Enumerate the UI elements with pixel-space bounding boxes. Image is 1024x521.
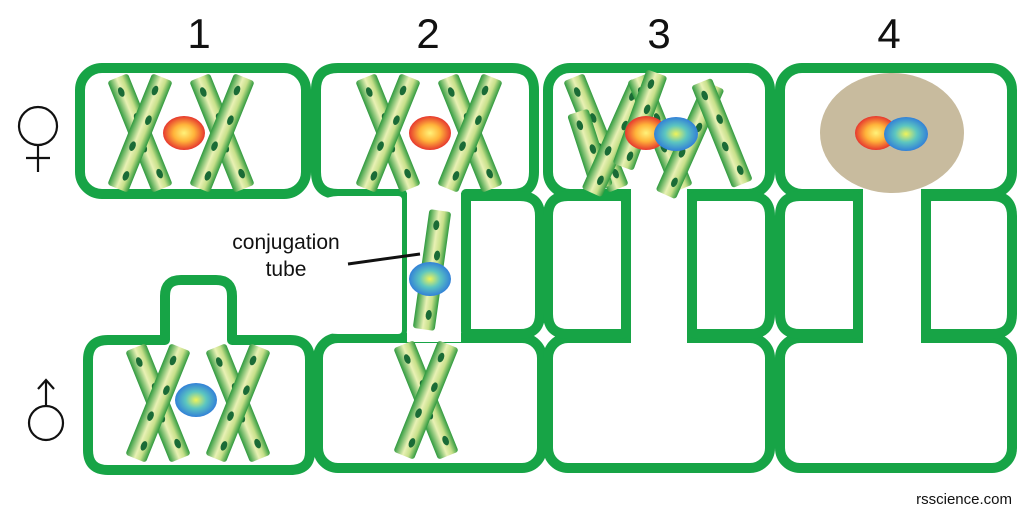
stage-label-3: 3 bbox=[647, 10, 670, 57]
stage-label-4: 4 bbox=[877, 10, 900, 57]
cell-2-tube-left-rim bbox=[318, 196, 402, 334]
chloroplast-dot bbox=[604, 146, 612, 156]
chloroplast-dot bbox=[597, 175, 604, 186]
chloroplast-dot bbox=[238, 168, 245, 179]
chloroplast-dot bbox=[452, 171, 460, 181]
tube-label-leader bbox=[347, 252, 421, 266]
chloroplast-dot bbox=[643, 104, 651, 115]
chloroplast-dot bbox=[147, 411, 154, 421]
male-nucleus-4 bbox=[884, 117, 928, 151]
male-symbol-icon bbox=[27, 378, 65, 442]
female-nucleus-1 bbox=[163, 116, 205, 150]
cell-4-tube-left-rim bbox=[775, 191, 863, 339]
chloroplast-dot bbox=[425, 310, 432, 320]
chloroplast-dot bbox=[156, 168, 163, 179]
chloroplast-dot bbox=[612, 168, 619, 179]
chloroplast-dot bbox=[227, 115, 234, 125]
tube-label-line-1: conjugation bbox=[232, 231, 339, 254]
chloroplast-dot bbox=[199, 87, 207, 97]
chloroplast-dot bbox=[576, 120, 584, 131]
male-nucleus-3 bbox=[654, 117, 698, 151]
chloroplast-strip bbox=[108, 74, 172, 192]
chloroplast-dot bbox=[647, 79, 655, 89]
chloroplast-dot bbox=[215, 357, 223, 367]
chloroplast-dot bbox=[433, 220, 440, 231]
chloroplast-dot bbox=[393, 115, 400, 125]
chloroplast-dot bbox=[399, 85, 407, 96]
male-cell-2-tube-rim bbox=[461, 191, 545, 339]
chloroplast-dot bbox=[233, 85, 241, 96]
chloroplast-dot bbox=[204, 171, 212, 181]
cell-3-tube-left-rim bbox=[543, 191, 631, 339]
chloroplast-dot bbox=[481, 85, 489, 96]
chloroplast-strip bbox=[190, 74, 254, 192]
chloroplast-dot bbox=[434, 250, 441, 261]
chloroplast-strip bbox=[438, 74, 502, 192]
chloroplast-dot bbox=[135, 357, 143, 367]
stage-label-2: 2 bbox=[416, 10, 439, 57]
tube-label-line-2: tube bbox=[266, 258, 307, 281]
chloroplast-dot bbox=[475, 115, 482, 125]
chloroplast-dot bbox=[370, 171, 378, 181]
chloroplast-dot bbox=[716, 114, 723, 124]
chloroplast-dot bbox=[701, 90, 709, 101]
chloroplast-dot bbox=[437, 352, 445, 363]
chloroplast-dot bbox=[151, 85, 159, 96]
chloroplast-dot bbox=[626, 151, 634, 162]
male-nucleus-2 bbox=[409, 262, 451, 296]
chloroplast-dot bbox=[249, 355, 257, 366]
male-nucleus-1 bbox=[175, 383, 217, 417]
chloroplast-dot bbox=[403, 354, 411, 364]
chloroplast-dot bbox=[415, 408, 422, 418]
chloroplast-dot bbox=[117, 87, 125, 97]
male-cell-1 bbox=[83, 275, 315, 475]
chloroplast-dot bbox=[227, 411, 234, 421]
chloroplast-dot bbox=[140, 441, 148, 451]
cell-3-tube-right-rim bbox=[687, 191, 775, 339]
chloroplast-dot bbox=[122, 171, 130, 181]
chloroplast-dot bbox=[442, 435, 449, 446]
chloroplast-dot bbox=[486, 168, 493, 179]
chloroplast-dot bbox=[211, 141, 218, 151]
chloroplast-strip bbox=[692, 78, 752, 188]
female-nucleus-2 bbox=[409, 116, 451, 150]
chloroplast-dot bbox=[243, 385, 250, 395]
chloroplast-strip bbox=[394, 341, 458, 459]
chloroplast-dot bbox=[589, 144, 597, 154]
chloroplast-dot bbox=[447, 87, 455, 97]
chloroplast-dot bbox=[573, 87, 581, 97]
female-symbol-icon bbox=[17, 105, 59, 172]
chloroplast-dot bbox=[431, 382, 438, 392]
chloroplast-dot bbox=[404, 168, 411, 179]
chloroplast-dot bbox=[408, 438, 416, 448]
stage-label-1: 1 bbox=[187, 10, 210, 57]
male-cell-3 bbox=[543, 333, 775, 473]
chloroplast-strip bbox=[126, 344, 190, 462]
chloroplast-dot bbox=[721, 141, 729, 152]
chloroplast-dot bbox=[169, 355, 177, 366]
chloroplast-dot bbox=[220, 441, 228, 451]
chloroplast-dot bbox=[365, 87, 373, 97]
male-cell-4 bbox=[775, 333, 1017, 473]
cell-4-tube-right-rim bbox=[921, 191, 1017, 339]
chloroplast-dot bbox=[145, 115, 152, 125]
chloroplast-strip bbox=[206, 344, 270, 462]
chloroplast-dot bbox=[459, 141, 466, 151]
chloroplast-dot bbox=[163, 385, 170, 395]
chloroplast-dot bbox=[736, 165, 744, 175]
chloroplast-dot bbox=[129, 141, 136, 151]
chloroplast-dot bbox=[174, 438, 181, 449]
chloroplast-dot bbox=[254, 438, 261, 449]
chloroplast-dot bbox=[377, 141, 384, 151]
chloroplast-strip bbox=[356, 74, 420, 192]
credit-text: rsscience.com bbox=[916, 491, 1012, 508]
chloroplast-dot bbox=[671, 177, 678, 188]
